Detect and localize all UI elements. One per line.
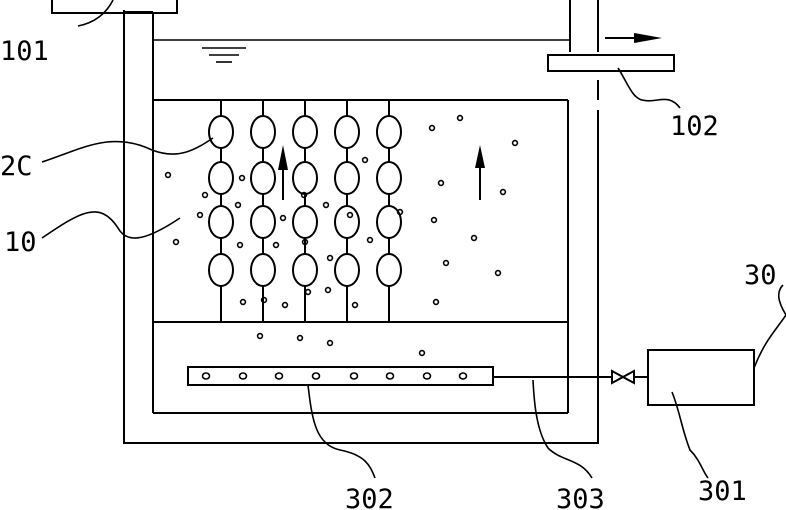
bubble [361, 156, 369, 164]
membrane-column [376, 100, 402, 322]
bubble [296, 334, 304, 342]
bubble [201, 191, 209, 199]
up-arrow-icon [278, 145, 288, 200]
aerator-hole [458, 372, 468, 380]
membrane-element [376, 253, 402, 287]
membrane-element [376, 205, 402, 239]
bubble [279, 214, 287, 222]
bubble [499, 188, 507, 196]
bubble [437, 179, 445, 187]
aerator-hole [274, 372, 284, 380]
blower [647, 349, 755, 406]
membrane-element [334, 115, 360, 149]
bubble [442, 259, 450, 267]
inlet-pipe [51, 0, 178, 100]
aerator-hole [238, 372, 248, 380]
membrane-element [292, 161, 318, 195]
bubble [494, 269, 502, 277]
bubble [418, 349, 426, 357]
outlet-pipe [547, 33, 675, 72]
membrane-element [250, 161, 276, 195]
label-20: 2C [0, 151, 33, 182]
bubble [456, 114, 464, 122]
aerator-hole [311, 372, 321, 380]
bubble [300, 191, 308, 199]
aerator-hole [349, 372, 359, 380]
bubble [164, 171, 172, 179]
membrane-element [250, 115, 276, 149]
aerator-hole [201, 372, 211, 380]
membrane-column [208, 100, 234, 322]
bubble [351, 301, 359, 309]
aerator-hole [385, 372, 395, 380]
bubble [238, 174, 246, 182]
label-10: 10 [4, 227, 37, 258]
bubble [322, 201, 330, 209]
bubble [511, 139, 519, 147]
outer-tank [123, 0, 599, 444]
membrane-element [334, 205, 360, 239]
water-level-icon [202, 47, 246, 63]
bubble [234, 201, 242, 209]
bubble [236, 241, 244, 249]
membrane-element [334, 161, 360, 195]
bubble [256, 332, 264, 340]
label-302: 302 [345, 484, 394, 510]
inner-tank [152, 39, 570, 414]
valve-icon [611, 369, 635, 385]
membrane-element [292, 253, 318, 287]
bubbles [164, 114, 519, 357]
membrane-column [250, 100, 276, 322]
bubble [239, 298, 247, 306]
leader-lines [41, 0, 786, 479]
membrane-element [292, 115, 318, 149]
membrane-column [292, 100, 318, 322]
bubble [196, 211, 204, 219]
bubble [301, 238, 309, 246]
membrane-column [334, 100, 360, 322]
bubble [272, 241, 280, 249]
bubble [470, 234, 478, 242]
aerator-tube [187, 366, 494, 386]
bubble [326, 254, 334, 262]
membrane-element [208, 205, 234, 239]
bubble [396, 208, 404, 216]
bubble [346, 211, 354, 219]
label-102: 102 [670, 111, 719, 142]
membrane-element [334, 253, 360, 287]
bubble [304, 288, 312, 296]
membrane-element [208, 253, 234, 287]
membrane-modules [208, 100, 402, 322]
label-301: 301 [698, 476, 747, 507]
membrane-element [376, 115, 402, 149]
flow-arrow-icon [634, 33, 662, 43]
bubble [324, 286, 332, 294]
bubble [430, 216, 438, 224]
membrane-element [250, 205, 276, 239]
membrane-element [376, 161, 402, 195]
bubble [326, 339, 334, 347]
membrane-element [250, 253, 276, 287]
up-arrow-icon [475, 145, 485, 200]
membrane-element [292, 205, 318, 239]
label-30: 30 [744, 260, 777, 291]
aerator-hole [422, 372, 432, 380]
bubble [172, 238, 180, 246]
label-303: 303 [556, 484, 605, 510]
bubble [281, 301, 289, 309]
label-101: 101 [0, 36, 49, 67]
bubble [366, 236, 374, 244]
membrane-element [208, 161, 234, 195]
bubble [260, 296, 268, 304]
membrane-element [208, 115, 234, 149]
bubble [432, 298, 440, 306]
bubble [428, 124, 436, 132]
